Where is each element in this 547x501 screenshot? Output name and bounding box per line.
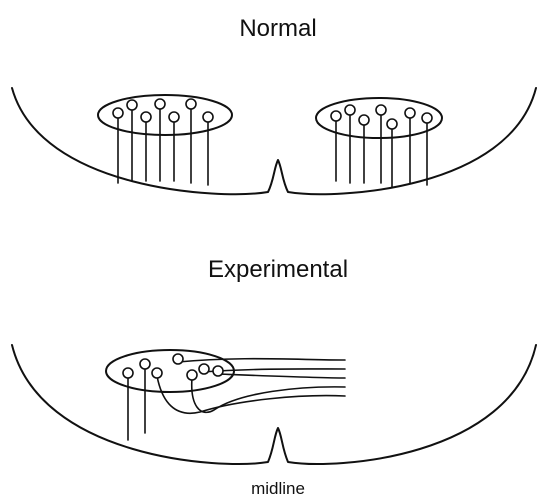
experimental-panel: Experimental bbox=[12, 256, 536, 498]
cell-body bbox=[331, 111, 341, 121]
experimental-descending-axons bbox=[128, 368, 145, 440]
normal-right-nucleus bbox=[316, 98, 442, 187]
normal-right-axons bbox=[336, 114, 427, 187]
cell-body bbox=[387, 119, 397, 129]
cell-body bbox=[155, 99, 165, 109]
normal-title: Normal bbox=[239, 15, 316, 42]
cell-body bbox=[141, 112, 151, 122]
normal-left-cell-bodies bbox=[113, 99, 213, 122]
cell-body bbox=[422, 113, 432, 123]
experimental-brain-outline bbox=[12, 345, 536, 464]
cell-body bbox=[113, 108, 123, 118]
experimental-crossing-axons bbox=[157, 359, 345, 414]
cell-body bbox=[186, 99, 196, 109]
cell-body bbox=[213, 366, 223, 376]
normal-brain-outline bbox=[12, 88, 536, 194]
experimental-nucleus bbox=[106, 350, 345, 440]
cell-body bbox=[405, 108, 415, 118]
cell-body bbox=[359, 115, 369, 125]
cell-body bbox=[376, 105, 386, 115]
crossing-axon bbox=[218, 374, 345, 378]
cell-body bbox=[152, 368, 162, 378]
cell-body bbox=[345, 105, 355, 115]
cell-body bbox=[203, 112, 213, 122]
normal-left-nucleus bbox=[98, 95, 232, 185]
cell-body bbox=[123, 368, 133, 378]
cell-body bbox=[169, 112, 179, 122]
crossing-axon bbox=[178, 359, 345, 362]
cell-body bbox=[187, 370, 197, 380]
midline-label: midline bbox=[251, 479, 305, 498]
experimental-title: Experimental bbox=[208, 256, 348, 283]
experimental-cell-bodies bbox=[123, 354, 223, 380]
normal-panel: Normal bbox=[12, 15, 536, 194]
cell-body bbox=[199, 364, 209, 374]
cell-body bbox=[140, 359, 150, 369]
normal-left-axons bbox=[118, 108, 208, 185]
cell-body bbox=[173, 354, 183, 364]
cell-body bbox=[127, 100, 137, 110]
